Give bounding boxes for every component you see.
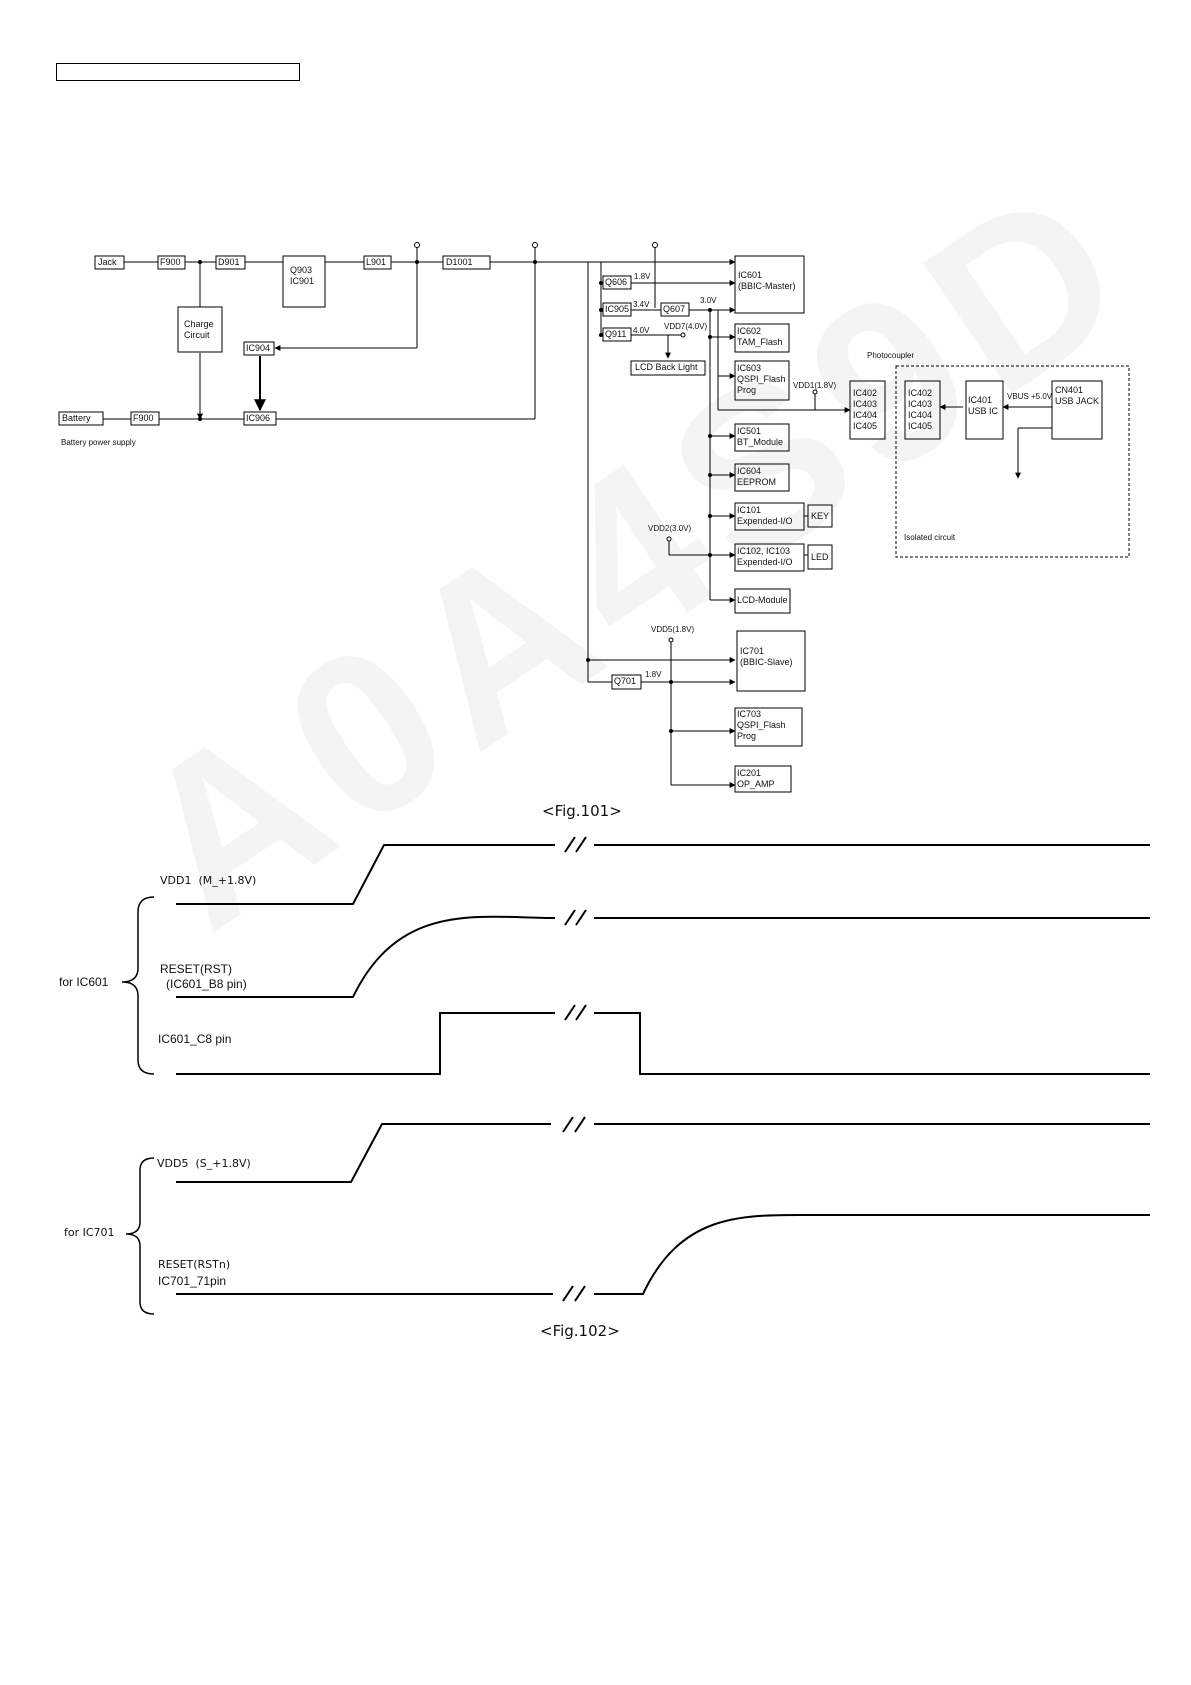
- ic402-isolated-block: IC402 IC403 IC404 IC405: [908, 388, 933, 431]
- fig102-braces: [121, 896, 155, 1315]
- group-ic701-label: for IC701: [64, 1226, 115, 1239]
- header-box: [56, 63, 300, 81]
- fig102-waveforms: [176, 836, 1150, 1302]
- f900-battery-block: F900: [133, 413, 154, 423]
- v30-label: 3.0V: [700, 296, 717, 305]
- battery-supply-label: Battery power supply: [61, 438, 136, 447]
- led-block: LED: [811, 552, 829, 562]
- vbus-label: VBUS +5.0V: [1007, 392, 1053, 401]
- vdd7-label: VDD7(4.0V): [664, 322, 708, 331]
- v40-label: 4.0V: [633, 326, 650, 335]
- ic402-group-block: IC402 IC403 IC404 IC405: [853, 388, 878, 431]
- ic102-ic103-block: IC102, IC103 Expended-I/O: [737, 546, 793, 567]
- lcd-backlight-block: LCD Back Light: [635, 362, 698, 372]
- d901-block: D901: [218, 257, 240, 267]
- ic703-block: IC703 QSPI_Flash Prog: [737, 709, 786, 741]
- ic904-block: IC904: [246, 343, 271, 353]
- ic906-block: IC906: [246, 413, 271, 423]
- v34-label: 3.4V: [633, 300, 650, 309]
- q607-block: Q607: [663, 304, 686, 314]
- ic603-block: IC603 QSPI_Flash Prog: [737, 363, 786, 395]
- vdd1-signal-label: VDD1 (M_+1.8V): [160, 874, 257, 887]
- c8-signal-label: IC601_C8 pin: [158, 1032, 232, 1046]
- v18-q701-label: 1.8V: [645, 670, 662, 679]
- ic701-pin71-label: IC701_71pin: [158, 1274, 227, 1288]
- ic401-block: IC401 USB IC: [968, 395, 999, 416]
- fig102-caption: <Fig.102>: [540, 1322, 620, 1340]
- ic501-block: IC501 BT_Module: [737, 426, 784, 447]
- ic601-block: IC601 (BBIC-Master): [738, 270, 796, 291]
- key-block: KEY: [811, 511, 830, 521]
- reset-rst-label: RESET(RST): [160, 962, 232, 976]
- group-ic601-label: for IC601: [59, 975, 109, 989]
- fig101-caption: <Fig.101>: [542, 802, 622, 820]
- ic905-block: IC905: [605, 304, 630, 314]
- q911-block: Q911: [605, 329, 627, 339]
- vdd5-label: VDD5(1.8V): [651, 625, 695, 634]
- fig101-wiring: [103, 242, 1130, 788]
- fig101-boxes: [58, 255, 1103, 793]
- rstn-signal-label: RESET(RSTn): [158, 1258, 231, 1271]
- f900-block: F900: [160, 257, 181, 267]
- isolated-circuit-label: Isolated circuit: [904, 533, 956, 542]
- lcd-module-block: LCD-Module: [737, 595, 788, 605]
- ic604-block: IC604 EEPROM: [737, 466, 777, 487]
- ic602-block: IC602 TAM_Flash: [737, 326, 783, 347]
- q903-ic901-block: Q903 IC901: [290, 265, 315, 286]
- q606-block: Q606: [605, 277, 628, 287]
- jack-block: Jack: [98, 257, 117, 267]
- battery-block: Battery: [62, 413, 91, 423]
- charge-circuit-block: Charge Circuit: [184, 319, 214, 340]
- cn401-block: CN401 USB JACK: [1055, 385, 1100, 406]
- ic101-block: IC101 Expended-I/O: [737, 505, 793, 526]
- vdd5-signal-label: VDD5 (S_+1.8V): [157, 1157, 251, 1170]
- reset-pin-label: (IC601_B8 pin): [166, 977, 247, 991]
- ic701-block: IC701 (BBIC-Slave): [740, 646, 793, 667]
- d1001-block: D1001: [446, 257, 473, 267]
- vdd1-label: VDD1(1.8V): [793, 381, 837, 390]
- v18-q606-label: 1.8V: [634, 272, 651, 281]
- q701-block: Q701: [614, 676, 637, 686]
- ic201-block: IC201 OP_AMP: [737, 768, 775, 789]
- l901-block: L901: [366, 257, 387, 267]
- vdd2-label: VDD2(3.0V): [648, 524, 692, 533]
- photocoupler-label: Photocoupler: [867, 351, 915, 360]
